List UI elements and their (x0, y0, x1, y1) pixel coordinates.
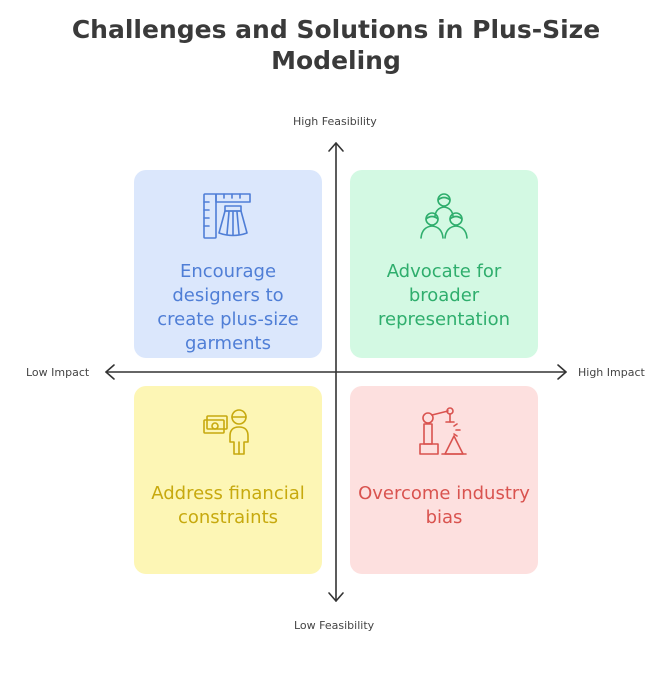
robot-arm-icon (419, 407, 467, 455)
axis-label-right: High Impact (578, 366, 645, 379)
tailoring-icon (203, 193, 251, 239)
group-icon (420, 193, 468, 239)
diagram-title: Challenges and Solutions in Plus-Size Mo… (71, 15, 601, 75)
quadrant-top-right-label: Advocate for broader representation (377, 261, 510, 330)
quadrant-bottom-left: Address financial constraints (134, 386, 322, 574)
arrow-down (328, 592, 344, 602)
quadrant-bottom-right: Overcome industry bias (350, 386, 538, 574)
quadrant-bottom-right-label: Overcome industry bias (358, 483, 530, 528)
axis-label-left: Low Impact (26, 366, 90, 379)
quadrant-bottom-left-label: Address financial constraints (151, 483, 305, 528)
arrow-right (557, 364, 567, 380)
axis-label-bottom: Low Feasibility (294, 619, 375, 632)
arrow-left (105, 364, 115, 380)
axis-label-top: High Feasibility (293, 115, 377, 128)
quadrant-top-right: Advocate for broader representation (350, 170, 538, 358)
quadrant-top-left-label: Encourage designers to create plus-size … (157, 261, 299, 354)
arrow-up (328, 142, 344, 152)
money-person-icon (203, 409, 249, 455)
quadrant-top-left: Encourage designers to create plus-size … (134, 170, 322, 358)
